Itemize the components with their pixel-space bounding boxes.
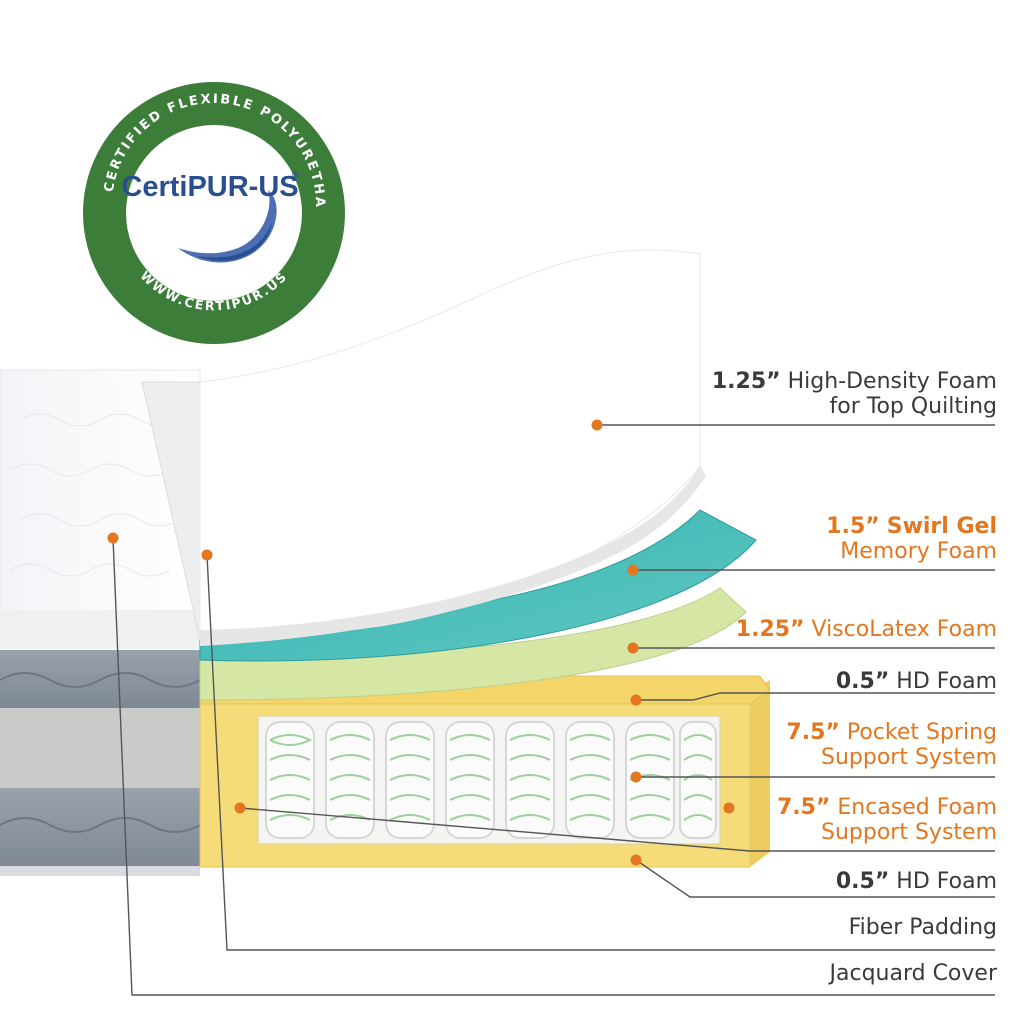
leader-line-hd-foam-bottom	[635, 859, 995, 898]
layer-markers	[107, 419, 735, 866]
label-measure: 7.5”	[776, 795, 831, 820]
label-line: 1.25” ViscoLatex Foam	[736, 617, 997, 642]
cover-wave-stitch-upper	[0, 672, 201, 688]
spring-coil	[385, 721, 435, 839]
spring-coil	[505, 721, 555, 839]
high-density-foam-edge	[200, 466, 706, 646]
label-pocket-spring: 7.5” Pocket Spring Support System	[786, 720, 997, 770]
leader-lines	[112, 424, 995, 996]
label-text: ViscoLatex Foam	[811, 617, 997, 642]
spring-coil	[565, 721, 615, 839]
label-top-quilting-foam: 1.25” High-Density Foam for Top Quilting	[712, 369, 997, 419]
label-viscolatex-foam: 1.25” ViscoLatex Foam	[736, 617, 997, 642]
label-line: 7.5” Encased Foam	[777, 795, 997, 820]
label-hd-foam-bottom: 0.5” HD Foam	[836, 869, 997, 894]
badge-swoosh-shadow	[196, 222, 272, 261]
marker-hd-foam-top	[630, 694, 642, 706]
label-text: High-Density Foam	[787, 369, 997, 394]
leader-line-encased-foam	[239, 807, 995, 852]
marker-pocket-spring	[630, 771, 642, 783]
cover-wave-stitch-lower	[0, 817, 201, 833]
label-line: 0.5” HD Foam	[836, 869, 997, 894]
label-text: Memory Foam	[840, 539, 997, 564]
mattress-cover	[0, 369, 201, 876]
label-swirl-gel-memory-foam: 1.5” Swirl Gel Memory Foam	[826, 514, 997, 564]
label-text: HD Foam	[896, 669, 997, 694]
label-text: Support System	[821, 745, 997, 770]
spring-coil	[679, 721, 717, 839]
spring-coil	[445, 721, 495, 839]
label-measure: 1.25”	[711, 369, 781, 394]
label-text: for Top Quilting	[829, 394, 998, 419]
certipur-badge: CONTAINS CERTIFIED FLEXIBLE POLYURETHANE…	[0, 0, 345, 344]
marker-viscolatex	[627, 642, 639, 654]
label-line: 7.5” Pocket Spring	[786, 720, 997, 745]
cover-bottom-edge	[0, 866, 200, 876]
label-measure: 0.5”	[835, 869, 890, 894]
label-text: Encased Foam	[837, 795, 997, 820]
leader-line-jacquard	[112, 537, 995, 996]
label-line: 1.25” High-Density Foam	[712, 369, 997, 394]
label-encased-foam: 7.5” Encased Foam Support System	[777, 795, 997, 845]
label-text: HD Foam	[896, 869, 997, 894]
marker-encased-foam-right	[723, 802, 735, 814]
label-text: Support System	[821, 820, 997, 845]
label-jacquard-cover: Jacquard Cover	[830, 961, 998, 986]
badge-swoosh-icon	[178, 190, 277, 263]
label-line: 0.5” HD Foam	[836, 669, 997, 694]
support-foam-side	[750, 680, 770, 867]
badge-registered-mark: ®	[292, 170, 300, 181]
label-text: Swirl Gel	[886, 514, 997, 539]
label-text: Pocket Spring	[846, 720, 997, 745]
leader-line-fiber-padding	[206, 554, 995, 951]
label-measure: 1.5”	[826, 514, 880, 539]
label-line: 1.5” Swirl Gel	[826, 514, 997, 539]
cover-quilted-band-lower	[0, 788, 200, 870]
marker-fiber-padding	[201, 549, 213, 561]
encased-foam-frame	[199, 680, 770, 868]
marker-hd-foam-bottom	[630, 854, 642, 866]
marker-encased-foam-left	[234, 802, 246, 814]
badge-inner-disc	[126, 125, 302, 301]
spring-coil	[625, 721, 675, 839]
label-measure: 7.5”	[786, 720, 840, 745]
badge-brand-text: CertiPUR-US	[121, 171, 298, 203]
cover-side-mesh	[0, 708, 200, 788]
label-hd-foam-top: 0.5” HD Foam	[836, 669, 997, 694]
spring-coil	[265, 721, 315, 839]
label-measure: 1.25”	[735, 617, 805, 642]
marker-swirl-gel	[627, 564, 639, 576]
marker-top-quilting	[591, 419, 603, 431]
label-text: Fiber Padding	[848, 915, 997, 940]
marker-jacquard	[107, 532, 119, 544]
label-fiber-padding: Fiber Padding	[849, 915, 997, 940]
label-measure: 0.5”	[835, 669, 890, 694]
leader-line-hd-foam-top	[640, 692, 995, 701]
pocket-springs	[265, 721, 717, 839]
label-text: Jacquard Cover	[829, 961, 998, 986]
cover-mesh-band	[0, 610, 200, 648]
spring-coil	[325, 721, 375, 839]
